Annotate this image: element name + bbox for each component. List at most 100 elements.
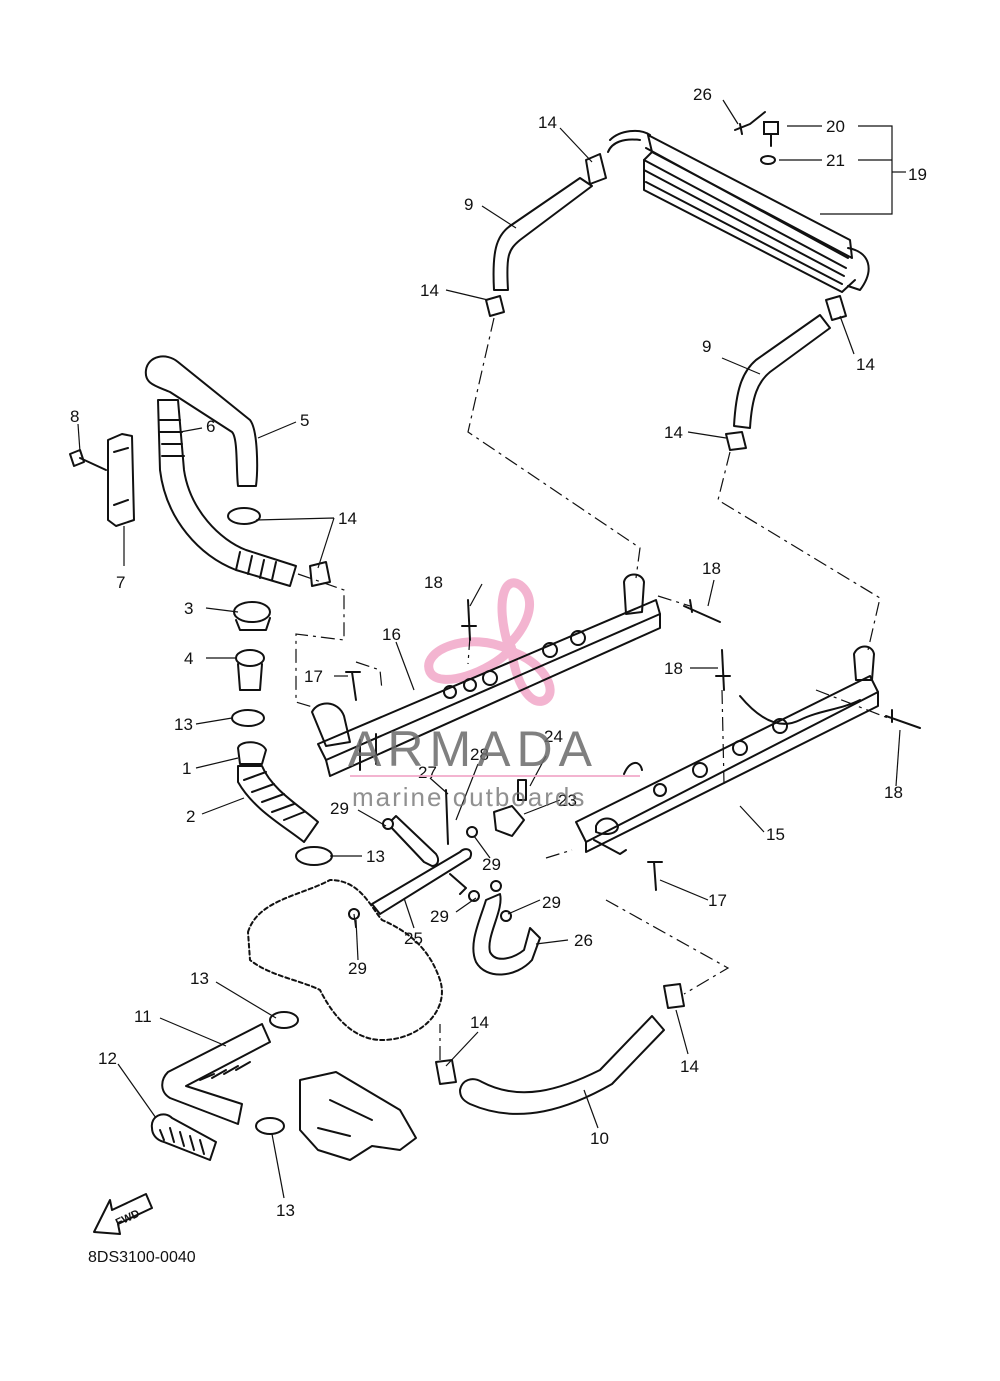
callout-11: 11 xyxy=(134,1007,152,1026)
callout-17-a: 17 xyxy=(304,667,323,686)
callout-4: 4 xyxy=(184,649,193,668)
callout-8: 8 xyxy=(70,407,79,426)
watermark-tagline: marine outboards xyxy=(352,782,586,812)
callout-29-b: 29 xyxy=(482,855,501,874)
bolt-20 xyxy=(763,121,779,147)
rivet-18-a xyxy=(461,599,477,641)
clip-13-a xyxy=(231,709,265,727)
fwd-label: FWD xyxy=(114,1208,142,1229)
callout-7: 7 xyxy=(116,573,125,592)
callout-25: 25 xyxy=(404,929,423,948)
callout-14-a: 14 xyxy=(538,113,557,132)
armada-logo-mark xyxy=(424,578,555,706)
hose-10 xyxy=(459,1015,665,1115)
hose-27 xyxy=(387,815,440,867)
bracket-7 xyxy=(107,433,135,527)
cap-3 xyxy=(233,601,271,631)
callout-9-a: 9 xyxy=(464,195,473,214)
callout-19: 19 xyxy=(908,165,927,184)
callout-9-b: 9 xyxy=(702,337,711,356)
callout-27: 27 xyxy=(418,763,437,782)
callout-21: 21 xyxy=(826,151,845,170)
hose-6 xyxy=(157,399,297,587)
clip-14-d xyxy=(725,431,747,451)
manifold-part xyxy=(299,1071,417,1161)
callout-13-b: 13 xyxy=(366,847,385,866)
clip-14-f xyxy=(663,983,685,1009)
callout-2: 2 xyxy=(186,807,195,826)
hose-26 xyxy=(472,893,541,976)
callout-18-c: 18 xyxy=(664,659,683,678)
callout-1: 1 xyxy=(182,759,191,778)
callout-14-e: 14 xyxy=(338,509,357,528)
clip-14-h xyxy=(227,507,261,525)
engine-outline xyxy=(247,879,443,1041)
callout-29-c: 29 xyxy=(430,907,449,926)
fitting-4 xyxy=(235,649,265,691)
armada-watermark: ARMADA marine outboards xyxy=(348,721,640,812)
clip-29-a xyxy=(382,818,394,830)
callout-6: 6 xyxy=(206,417,215,436)
callout-3: 3 xyxy=(184,599,193,618)
rivet-17-b xyxy=(647,861,663,891)
callout-18-b: 18 xyxy=(702,559,721,578)
callout-29-a: 29 xyxy=(330,799,349,818)
callout-14-f: 14 xyxy=(470,1013,489,1032)
drawing-code: 8DS3100-0040 xyxy=(88,1249,196,1266)
callout-13-d: 13 xyxy=(276,1201,295,1220)
rivet-17-a xyxy=(345,671,361,701)
hose-2 xyxy=(237,765,319,843)
callout-15: 15 xyxy=(766,825,785,844)
bolt-8 xyxy=(69,449,107,471)
callout-14-g: 14 xyxy=(680,1057,699,1076)
callout-18-d: 18 xyxy=(884,783,903,802)
callout-10: 10 xyxy=(590,1129,609,1148)
clip-29-e xyxy=(500,910,512,922)
clip-14-c xyxy=(825,295,847,321)
clip-13-b xyxy=(295,846,333,866)
connection-lines xyxy=(295,317,889,1060)
hose-9-upper xyxy=(492,177,593,291)
callout-20: 20 xyxy=(826,117,845,136)
pipe-28 xyxy=(445,789,449,845)
watermark-brand: ARMADA xyxy=(348,721,598,777)
hose-1 xyxy=(237,741,267,765)
rivet-18-b xyxy=(683,599,721,623)
pipe-assembly-15 xyxy=(575,645,879,855)
washer-21 xyxy=(760,155,776,165)
hose-9-right xyxy=(733,314,831,429)
hose-12 xyxy=(150,1113,217,1161)
rivet-18-d xyxy=(885,709,921,729)
clip-29-c xyxy=(490,880,502,892)
oil-cooler-assembly xyxy=(607,129,870,293)
clip-14-a xyxy=(585,153,607,185)
clip-14-g xyxy=(435,1059,457,1085)
hose-11 xyxy=(161,1023,271,1125)
callout-14-c: 14 xyxy=(856,355,875,374)
callout-28: 28 xyxy=(470,745,489,764)
callout-26: 26 xyxy=(574,931,593,950)
callout-24: 24 xyxy=(544,727,563,746)
forward-arrow: FWD xyxy=(93,1193,153,1235)
leader-lines xyxy=(77,99,906,1199)
callout-14-d: 14 xyxy=(664,423,683,442)
callout-23: 23 xyxy=(558,791,577,810)
callout-22: 26 xyxy=(693,85,712,104)
callout-5: 5 xyxy=(300,411,309,430)
callout-29-d: 29 xyxy=(542,893,561,912)
callout-13-c: 13 xyxy=(190,969,209,988)
rivet-18-c xyxy=(715,649,731,691)
hose-25 xyxy=(371,848,472,915)
clip-29-d xyxy=(468,890,480,902)
callout-16: 16 xyxy=(382,625,401,644)
callout-18-a: 18 xyxy=(424,573,443,592)
fitting-23 xyxy=(493,805,525,837)
callout-labels: 26 20 21 19 14 9 14 9 14 14 5 8 6 7 14 3… xyxy=(70,85,927,1220)
rivet-22 xyxy=(734,111,766,135)
callout-12: 12 xyxy=(98,1049,117,1068)
hose-5 xyxy=(144,355,259,487)
callout-14-b: 14 xyxy=(420,281,439,300)
callout-17-b: 17 xyxy=(708,891,727,910)
